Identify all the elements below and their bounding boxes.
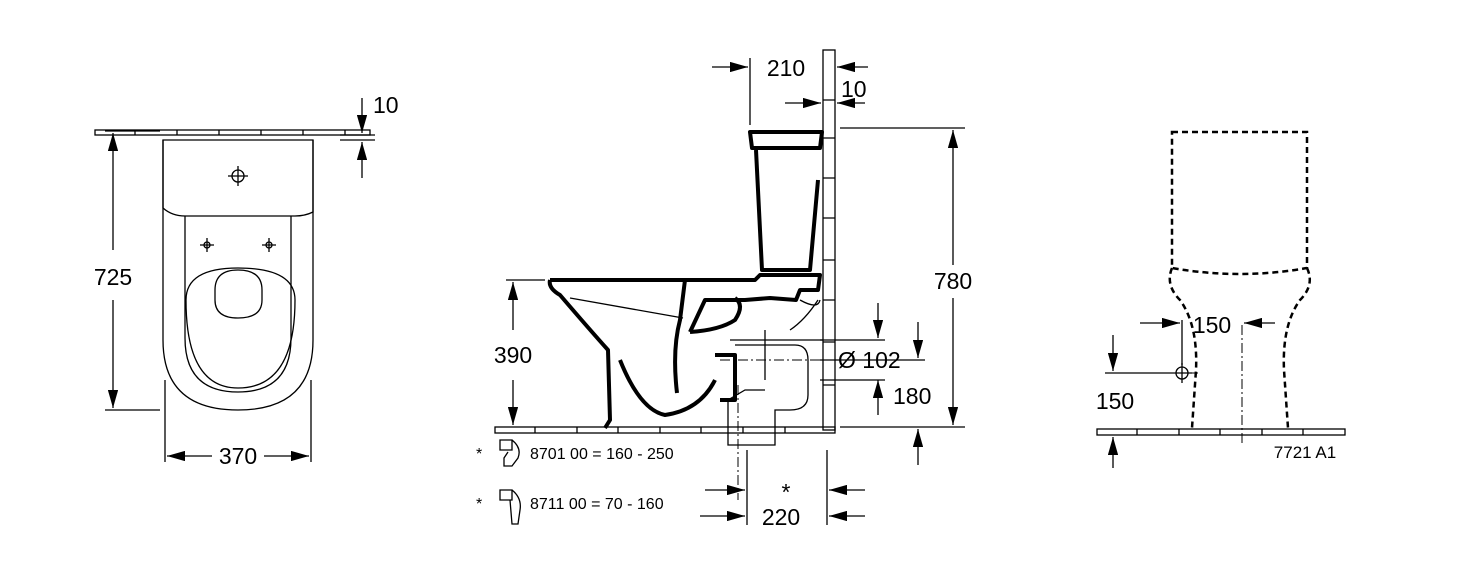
accessory-text: 8701 00 = 160 - 250 bbox=[530, 446, 674, 463]
straight-pipe-icon bbox=[499, 489, 521, 525]
floor-tiles bbox=[494, 426, 836, 434]
dimension-150-width bbox=[1140, 317, 1275, 365]
dimension-220 bbox=[700, 450, 865, 525]
wall-gap-label: 10 bbox=[841, 76, 867, 102]
outlet-note-marker: * bbox=[782, 479, 791, 505]
toilet-side-outline bbox=[547, 130, 824, 446]
accessory-marker: * bbox=[476, 496, 482, 513]
model-code: 7721 A1 bbox=[1274, 443, 1336, 462]
crosshair-icon bbox=[228, 166, 248, 186]
floor-tiles bbox=[1096, 428, 1346, 436]
dimension-725 bbox=[105, 130, 160, 411]
seat-height-label: 390 bbox=[494, 342, 532, 368]
dimension-102 bbox=[820, 303, 925, 465]
outlet-height-label: 180 bbox=[893, 383, 931, 409]
accessory-8711: * 8711 00 = 70 - 160 bbox=[476, 489, 664, 525]
wall-tiles bbox=[822, 49, 836, 431]
dimension-150-height bbox=[1105, 335, 1172, 468]
accessory-8701: * 8701 00 = 160 - 250 bbox=[476, 439, 674, 467]
connection-height-label: 150 bbox=[1096, 388, 1134, 414]
tank-depth-label: 210 bbox=[767, 55, 805, 81]
toilet-front-outline bbox=[162, 139, 314, 411]
rear-view: 150 150 7721 A1 bbox=[1096, 130, 1346, 468]
crosshair-icon bbox=[262, 238, 276, 252]
dimension-10 bbox=[340, 98, 375, 178]
dimension-780 bbox=[840, 127, 965, 428]
wall-tiles bbox=[94, 129, 371, 136]
toilet-rear-outline-dashed bbox=[1168, 130, 1312, 429]
outlet-distance-label: 220 bbox=[762, 504, 800, 530]
width-label: 370 bbox=[219, 443, 257, 469]
crosshair-icon bbox=[1172, 363, 1192, 383]
accessory-text: 8711 00 = 70 - 160 bbox=[530, 496, 664, 513]
height-label: 725 bbox=[94, 264, 132, 290]
total-height-label: 780 bbox=[934, 268, 972, 294]
crosshair-icon bbox=[200, 238, 214, 252]
s-pipe-icon bbox=[499, 439, 520, 467]
side-view: 390 780 210 10 Ø 102 180 bbox=[476, 49, 972, 530]
connection-width-label: 150 bbox=[1193, 312, 1231, 338]
front-view: 725 370 10 bbox=[94, 92, 399, 469]
dimension-210 bbox=[712, 58, 868, 125]
dimension-370 bbox=[164, 380, 312, 462]
wall-gap-label: 10 bbox=[373, 92, 399, 118]
dimension-390 bbox=[506, 279, 545, 425]
accessory-marker: * bbox=[476, 446, 482, 463]
pipe-diameter-label: Ø 102 bbox=[838, 347, 901, 373]
